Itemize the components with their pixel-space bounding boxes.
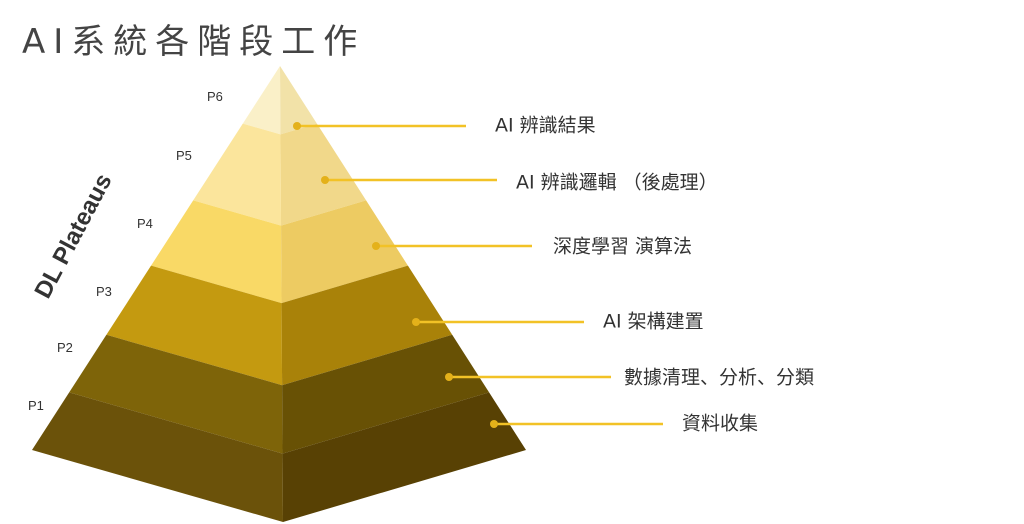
leader-dot-p5 (321, 176, 329, 184)
pyramid-layer-p2-right (282, 334, 490, 454)
level-id-p2: P2 (57, 340, 73, 355)
level-id-p5: P5 (176, 148, 192, 163)
layer-label-p4: 深度學習 演算法 (553, 236, 692, 258)
level-id-p4: P4 (137, 216, 153, 231)
leader-dot-p1 (490, 420, 498, 428)
layer-label-p3: AI 架構建置 (603, 311, 704, 333)
leader-dot-p3 (412, 318, 420, 326)
vertical-label: DL Plateaus (29, 169, 117, 303)
level-id-p1: P1 (28, 398, 44, 413)
pyramid-layer-p3-right (281, 265, 453, 386)
level-id-p3: P3 (96, 284, 112, 299)
pyramid-layer-p6-left (242, 66, 281, 135)
pyramid-layer-p5-left (193, 123, 282, 226)
pyramid-layer-p5-right (280, 123, 367, 226)
pyramid-layer-p1-left (32, 392, 283, 522)
pyramid-layer-p2-left (69, 334, 283, 454)
leader-dot-p6 (293, 122, 301, 130)
layer-label-p2: 數據清理、分析、分類 (624, 367, 814, 389)
layer-label-p6: AI 辨識結果 (495, 115, 596, 137)
level-id-p6: P6 (207, 89, 223, 104)
pyramid-layer-p3-left (106, 265, 283, 386)
page-title: AI系統各階段工作 (22, 22, 366, 62)
layer-label-p1: 資料收集 (682, 413, 758, 435)
layer-label-p5: AI 辨識邏輯 （後處理） (516, 172, 718, 194)
pyramid-layer-p6-right (280, 66, 317, 135)
leader-dot-p4 (372, 242, 380, 250)
pyramid-layer-p4-left (151, 200, 282, 304)
leader-dot-p2 (445, 373, 453, 381)
pyramid-layer-p4-right (281, 200, 408, 304)
pyramid-layer-p1-right (282, 392, 526, 522)
